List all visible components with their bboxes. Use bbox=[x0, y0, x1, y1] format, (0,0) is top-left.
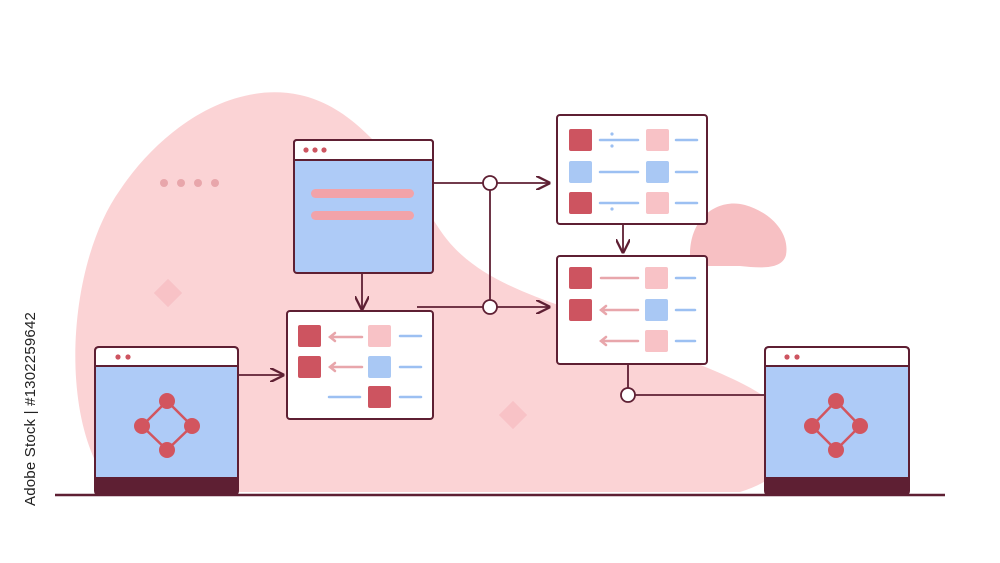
background-blob bbox=[75, 92, 797, 492]
browser-window-icon bbox=[293, 139, 434, 274]
text-line bbox=[311, 211, 414, 220]
decorative-diamond bbox=[498, 400, 528, 430]
app-window-right bbox=[764, 346, 910, 496]
connector-nodes bbox=[482, 175, 636, 403]
connector-node-icon bbox=[620, 387, 636, 403]
network-diamond-icon bbox=[134, 393, 200, 458]
stock-image-id: Adobe Stock | #1302259642 bbox=[22, 311, 39, 506]
list-panel-lower-right bbox=[556, 255, 708, 365]
decorative-dots bbox=[160, 179, 219, 187]
background-cloud bbox=[690, 203, 787, 268]
list-panel-upper-right bbox=[556, 114, 708, 225]
text-line bbox=[311, 189, 414, 198]
app-window-left bbox=[94, 346, 239, 496]
connector-node-icon bbox=[482, 175, 498, 191]
connector-node-icon bbox=[482, 299, 498, 315]
list-panel-center bbox=[286, 310, 434, 420]
network-diamond-icon bbox=[804, 393, 868, 458]
